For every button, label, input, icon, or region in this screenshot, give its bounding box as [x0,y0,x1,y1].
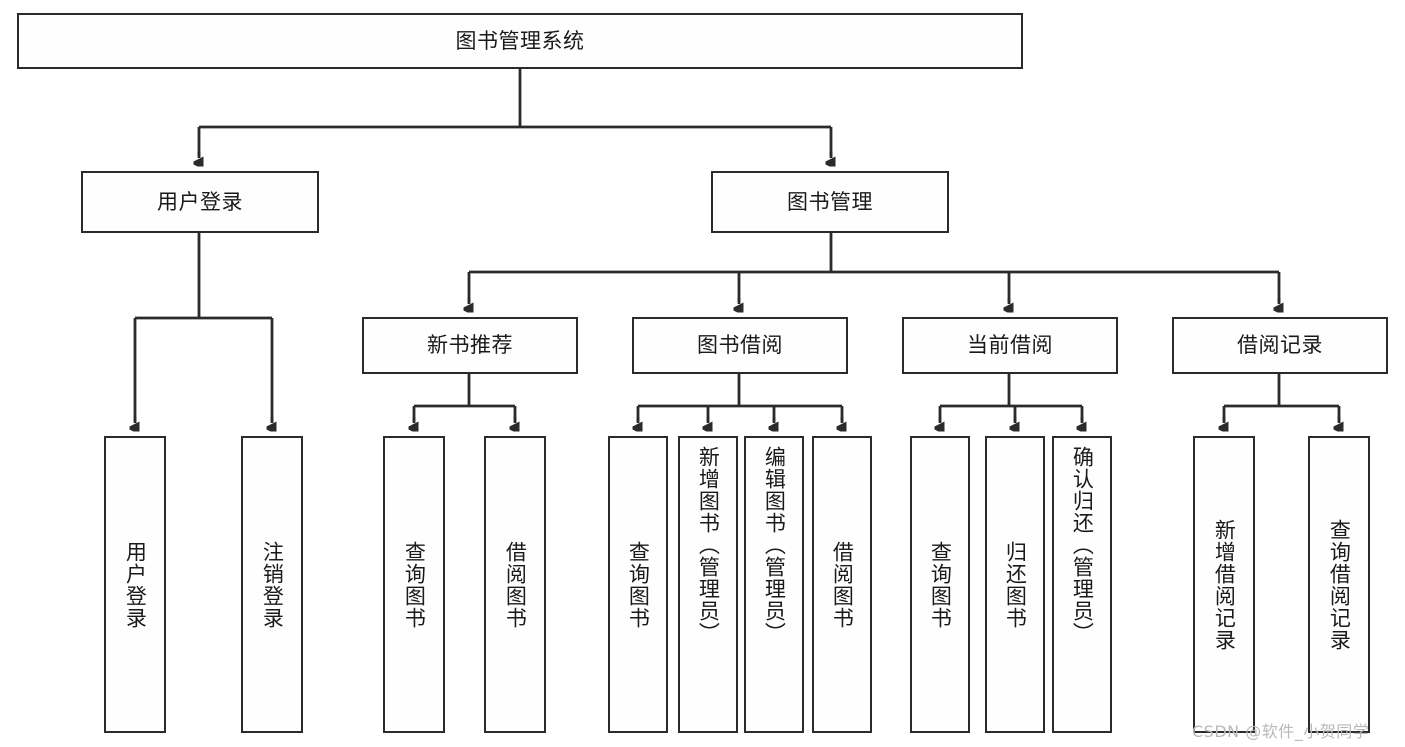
leaf-query-book-borrow[interactable]: 查询图书 [608,436,668,733]
leaf-confirm-return-admin[interactable]: 确认归还（管理员） [1052,436,1112,733]
leaf-return-book[interactable]: 归还图书 [985,436,1045,733]
leaf-query-book-recommend[interactable]: 查询图书 [383,436,445,733]
leaf-add-book-admin[interactable]: 新增图书（管理员） [678,436,738,733]
node-user-login[interactable]: 用户登录 [81,171,319,233]
leaf-user-logout[interactable]: 注销登录 [241,436,303,733]
leaf-query-book-current[interactable]: 查询图书 [910,436,970,733]
leaf-query-borrow-record[interactable]: 查询借阅记录 [1308,436,1370,733]
leaf-user-login[interactable]: 用户登录 [104,436,166,733]
leaf-add-borrow-record[interactable]: 新增借阅记录 [1193,436,1255,733]
node-new-book-recommend[interactable]: 新书推荐 [362,317,578,374]
node-book-borrow[interactable]: 图书借阅 [632,317,848,374]
node-root[interactable]: 图书管理系统 [17,13,1023,69]
node-borrow-record[interactable]: 借阅记录 [1172,317,1388,374]
leaf-borrow-book[interactable]: 借阅图书 [812,436,872,733]
node-current-borrow[interactable]: 当前借阅 [902,317,1118,374]
leaf-borrow-book-recommend[interactable]: 借阅图书 [484,436,546,733]
leaf-edit-book-admin[interactable]: 编辑图书（管理员） [744,436,804,733]
csdn-watermark: CSDN @软件_小贺同学 [1192,722,1370,741]
node-book-manage[interactable]: 图书管理 [711,171,949,233]
